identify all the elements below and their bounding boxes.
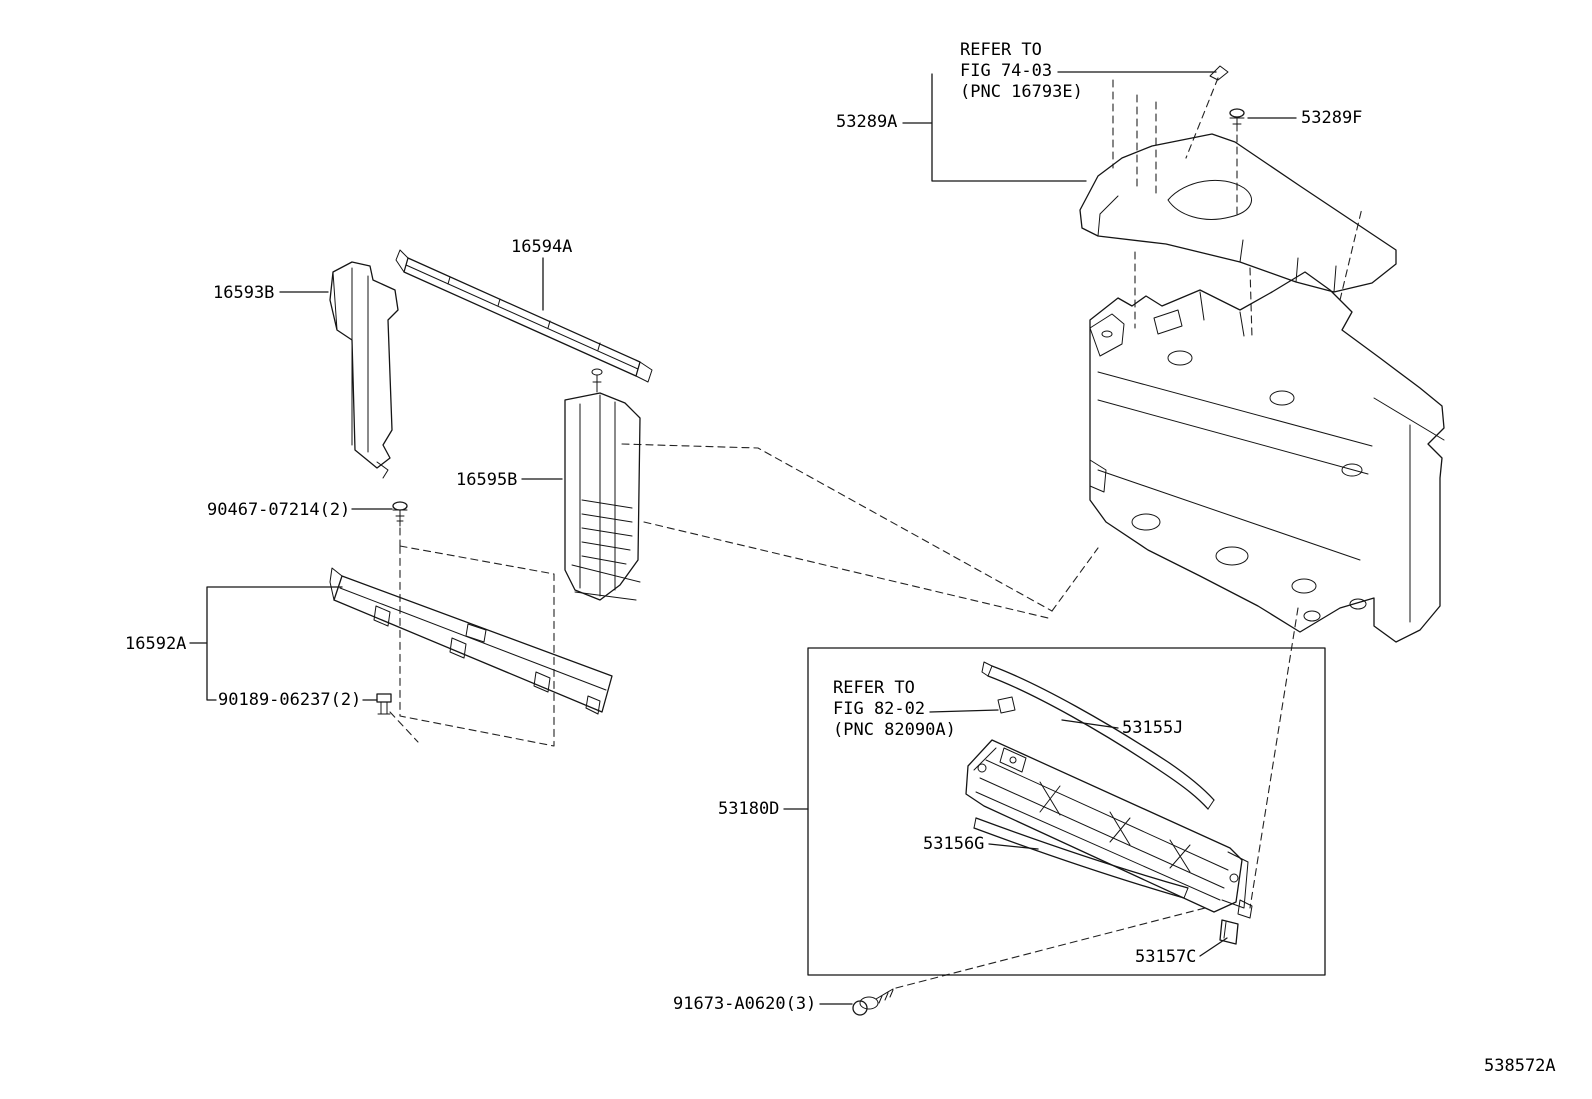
part-label-90467-07214[interactable]: 90467-07214(2) <box>207 500 351 520</box>
part-16592A-art <box>330 568 612 714</box>
part-label-16593B[interactable]: 16593B <box>213 283 275 303</box>
assembly-reference-lines <box>390 78 1362 988</box>
part-label-53289F[interactable]: 53289F <box>1301 108 1363 128</box>
diagram-code: 538572A <box>1484 1056 1556 1076</box>
part-label-53155J[interactable]: 53155J <box>1122 718 1184 738</box>
leader-lines <box>190 72 1296 1004</box>
part-label-53157C[interactable]: 53157C <box>1135 947 1197 967</box>
part-label-91673-A0620[interactable]: 91673-A0620(3) <box>673 994 817 1014</box>
detail-box-53180D <box>808 648 1325 975</box>
note-refer-fig-82-02[interactable]: REFER TO FIG 82-02 (PNC 82090A) <box>833 678 956 740</box>
note-refer-fig-74-03[interactable]: REFER TO FIG 74-03 (PNC 16793E) <box>960 40 1083 102</box>
part-16593B-art <box>330 262 398 478</box>
part-label-53289A[interactable]: 53289A <box>836 112 898 132</box>
fastener-90467-art <box>393 502 407 526</box>
part-label-16595B[interactable]: 16595B <box>456 470 518 490</box>
part-label-90189-06237[interactable]: 90189-06237(2) <box>218 690 362 710</box>
part-16595B-art <box>565 393 640 600</box>
part-label-53156G[interactable]: 53156G <box>923 834 985 854</box>
part-label-16592A[interactable]: 16592A <box>125 634 187 654</box>
part-label-53180D[interactable]: 53180D <box>718 799 780 819</box>
part-label-16594A[interactable]: 16594A <box>511 237 573 257</box>
radiator-support-assembly-art <box>1080 66 1444 642</box>
part-16594A-art <box>396 250 652 392</box>
shutter-assembly-art <box>966 662 1252 944</box>
fastener-53289F-art <box>1230 109 1244 131</box>
reference-flag-icon <box>1210 66 1228 80</box>
fastener-90189-art <box>377 694 391 714</box>
fastener-91673-art <box>853 989 893 1015</box>
